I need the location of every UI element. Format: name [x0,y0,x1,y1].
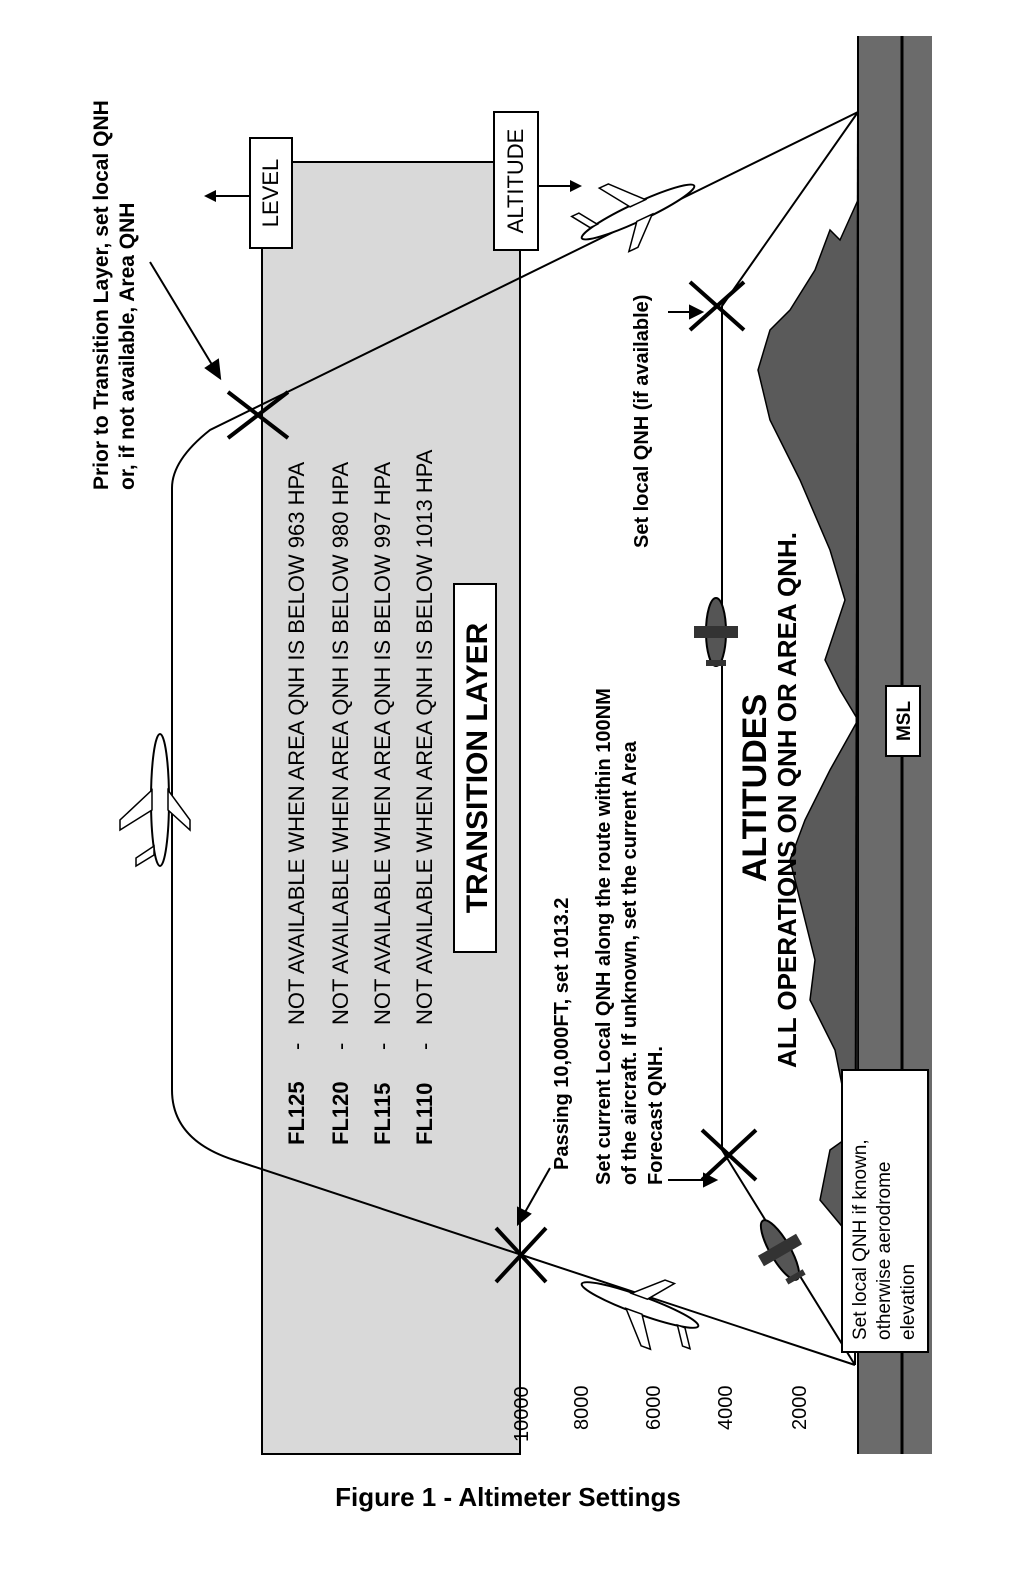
scale-tick: 10000 [511,1386,533,1442]
departure-note-line-2: otherwise aerodrome [874,1162,895,1340]
fl-rows: FL125 - NOT AVAILABLE WHEN AREA QNH IS B… [284,449,437,1145]
light-aircraft-cruise [694,597,738,667]
climb-path [171,111,859,1366]
departure-note-box [841,1069,929,1353]
level-label: LEVEL [258,159,283,228]
enroute-note-line-2: of the aircraft. If unknown, set the cur… [619,740,641,1185]
transition-title-box [453,583,497,953]
scale-tick: 8000 [571,1386,593,1431]
transition-title: TRANSITION LAYER [461,622,494,913]
level-marker: LEVEL [204,137,293,249]
fl-code: FL110 [412,1083,437,1145]
fl-text: NOT AVAILABLE WHEN AREA QNH IS BELOW 980… [328,461,353,1025]
prior-note-line-2: or, if not available, Area QNH [116,203,139,490]
fl-code: FL125 [284,1081,309,1145]
altitude-label: ALTITUDE [503,129,528,234]
scale-tick: 4000 [715,1386,737,1431]
passing-note: Passing 10,000FT, set 1013.2 [551,898,573,1170]
set-local-qnh-note: Set local QNH (if available) [631,295,653,548]
fl-dash: - [328,1043,353,1050]
altitudes-subtitle: ALL OPERATIONS ON QNH OR AREA QNH. [772,532,802,1068]
msl-label: MSL [894,701,915,742]
fl-text: NOT AVAILABLE WHEN AREA QNH IS BELOW 101… [412,449,437,1025]
light-aircraft-climb [757,1219,806,1285]
fl-text: NOT AVAILABLE WHEN AREA QNH IS BELOW 997… [370,461,395,1025]
msl-box [885,685,921,757]
departure-note-line-1: Set local QNH if known, [850,1139,871,1340]
altitude-marker: ALTITUDE [493,111,582,251]
departure-note-line-3: elevation [898,1264,919,1340]
leader-arrows [149,261,719,1227]
x-marker-passing-10000 [494,1226,548,1284]
fl-text: NOT AVAILABLE WHEN AREA QNH IS BELOW 963… [284,461,309,1025]
fl-dash: - [412,1043,437,1050]
enroute-note-line-1: Set current Local QNH along the route wi… [593,688,615,1185]
aircraft-climb [580,1279,700,1351]
fl-dash: - [284,1043,309,1050]
prior-note-line-1: Prior to Transition Layer, set local QNH [90,100,113,490]
fl-code: FL115 [370,1083,395,1145]
fl-code: FL120 [328,1081,353,1145]
fl-dash: - [370,1043,395,1050]
setting-markers [226,280,758,1284]
altitude-scale: 10000 8000 6000 4000 2000 [511,1386,811,1443]
altimeter-settings-diagram: LEVEL ALTITUDE [90,36,932,1455]
aircraft-cruise [119,733,191,868]
x-marker-prior-transition [226,390,290,440]
scale-tick: 2000 [789,1386,811,1431]
x-marker-enroute [700,1128,758,1182]
x-marker-set-local-qnh [688,280,746,332]
scale-tick: 6000 [643,1386,665,1431]
figure-caption: Figure 1 - Altimeter Settings [335,1482,681,1512]
aircraft-descent [570,183,696,253]
altitudes-title: ALTITUDES [736,694,774,882]
enroute-note-line-3: Forecast QNH. [645,1046,667,1185]
